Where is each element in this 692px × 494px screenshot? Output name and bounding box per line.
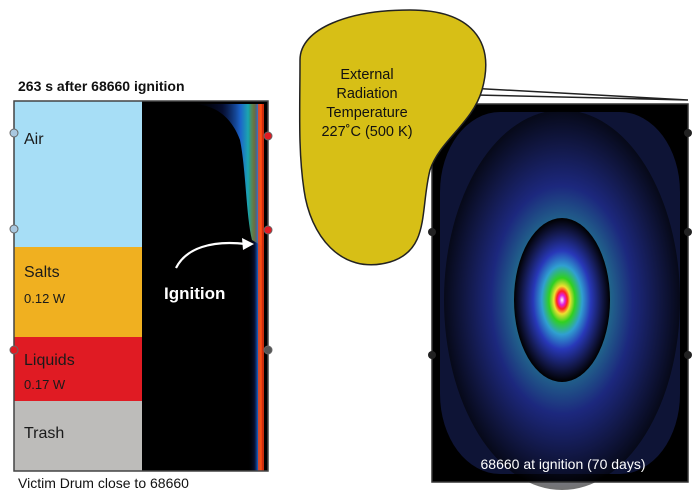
- thermal-core: [514, 218, 610, 382]
- layer-label-air: Air: [24, 131, 44, 148]
- callout-text: External Radiation Temperature 227˚C (50…: [294, 66, 440, 142]
- layer-label-salts: Salts: [24, 264, 60, 281]
- layer-label-trash: Trash: [24, 425, 65, 442]
- ignited-drum: [428, 103, 692, 490]
- callout-line-1: External: [340, 67, 394, 83]
- layer-liquids: [14, 337, 142, 401]
- layer-air: [14, 101, 142, 247]
- callout-balloon: [298, 9, 487, 266]
- layer-label-liquids: Liquids: [24, 352, 75, 369]
- callout-line-3: Temperature: [326, 105, 408, 121]
- victim-drum: [9, 100, 273, 472]
- callout-line-4: 227˚C (500 K): [321, 124, 413, 140]
- wall-heat-plume: [190, 104, 264, 471]
- layer-power-salts: 0.12 W: [24, 291, 66, 306]
- ignition-annotation: Ignition: [164, 284, 226, 303]
- layer-trash: [14, 401, 142, 471]
- right-panel-caption: 68660 at ignition (70 days): [480, 456, 646, 472]
- left-panel-caption: Victim Drum close to 68660: [18, 475, 189, 491]
- radiation-callout: [298, 9, 689, 266]
- ignition-arrow: [175, 241, 247, 269]
- left-panel-title: 263 s after 68660 ignition: [18, 78, 185, 94]
- layer-salts: [14, 247, 142, 337]
- layer-power-liquids: 0.17 W: [24, 377, 66, 392]
- callout-line-2: Radiation: [336, 86, 398, 102]
